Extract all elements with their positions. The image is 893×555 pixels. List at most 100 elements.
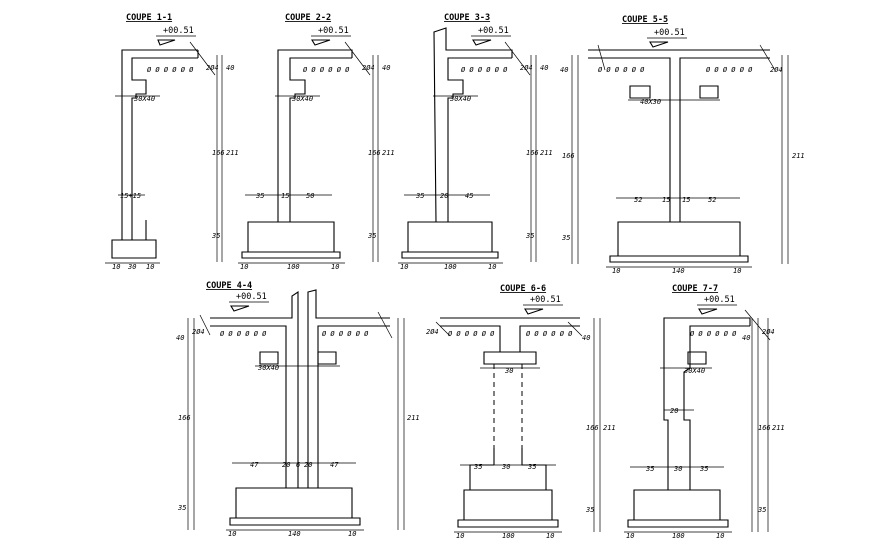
svg-text:Ø Ø Ø Ø Ø Ø: Ø Ø Ø Ø Ø Ø [448,330,495,338]
dimension-label: 35 [757,506,766,514]
dimension-label: 35 [177,504,186,512]
dimension-label: 30X40 [683,367,705,375]
section-title: COUPE 2-2 [285,13,331,23]
dimension-label: 100 [287,263,300,271]
dimension-label: 30X40 [291,95,313,103]
dimension-label: 6 [296,461,300,469]
dimension-label: 50 [306,192,314,200]
section-title: COUPE 5-5 [622,15,668,25]
dimension-label: 40 [226,64,234,72]
level-label: +00.51 [318,26,349,36]
level-label: +00.51 [704,295,735,305]
dimension-label: 40 [176,334,184,342]
dimension-label: 40 [540,64,548,72]
dimension-label: 10 [348,530,356,538]
dimension-label: 40 [560,66,568,74]
dimension-label: 211 [407,414,420,422]
svg-text:Ø Ø Ø Ø Ø Ø: Ø Ø Ø Ø Ø Ø [690,330,737,338]
section-title: COUPE 1-1 [126,13,172,23]
dimension-label: 140 [672,267,685,275]
level-label: +00.51 [478,26,509,36]
dimension-label: 30 [504,367,513,375]
dimension-label: 30 [501,463,510,471]
dimension-label: 35 [473,463,482,471]
dimension-label: 2Ø4 [206,64,219,72]
dimension-label: 211 [540,149,553,157]
svg-text:Ø Ø Ø Ø Ø Ø: Ø Ø Ø Ø Ø Ø [461,66,508,74]
dimension-label: 30 [127,263,136,271]
dimension-label: 166 [178,414,191,422]
dimension-label: 15 [281,192,289,200]
dimension-label: 10 [146,263,154,271]
section-4-4: COUPE 4-4 +00.51 Ø Ø Ø Ø Ø Ø Ø Ø Ø Ø Ø Ø… [176,281,420,538]
dimension-label: 30X40 [257,364,279,372]
svg-text:20: 20 [670,407,678,415]
dimension-label: 166 [758,424,771,432]
dimension-label: 211 [603,424,616,432]
dimension-label: 10 [456,532,464,540]
dimension-label: 2Ø4 [362,64,375,72]
dimension-label: 52 [634,196,642,204]
dimension-label: 2Ø4 [426,328,439,336]
level-label: +00.51 [163,26,194,36]
dimension-label: 166 [526,149,539,157]
dimension-label: 10 [240,263,248,271]
dimension-label: 30X40 [133,95,155,103]
dimension-label: 140 [288,530,301,538]
dimension-label: 10 [331,263,339,271]
dimension-label: 10 [112,263,120,271]
dimension-label: 40 [582,334,590,342]
dimension-label: 10 [626,532,634,540]
dimension-label: 15 [662,196,670,204]
dimension-label: 47 [330,461,339,469]
section-5-5: COUPE 5-5 +00.51 Ø Ø Ø Ø Ø Ø Ø Ø Ø Ø Ø Ø… [560,15,805,275]
svg-text:Ø Ø Ø Ø Ø Ø: Ø Ø Ø Ø Ø Ø [322,330,369,338]
dimension-label: 40 [382,64,390,72]
dimension-label: 35 [255,192,264,200]
dimension-label: 35 [699,465,708,473]
section-title: COUPE 3-3 [444,13,490,23]
dimension-label: 166 [368,149,381,157]
dimension-label: 35 [415,192,424,200]
dimension-label: 10 [228,530,236,538]
dimension-label: 166 [212,149,225,157]
dimension-label: 10 [400,263,408,271]
dimension-label: 30 [673,465,682,473]
dimension-label: 10 [488,263,496,271]
svg-text:Ø Ø Ø Ø Ø Ø: Ø Ø Ø Ø Ø Ø [598,66,645,74]
dimension-label: 211 [226,149,239,157]
dimension-label: 47 [250,461,259,469]
dimension-label: 10 [733,267,741,275]
section-3-3: COUPE 3-3 +00.51 Ø Ø Ø Ø Ø Ø 10 100 10 3… [398,13,553,271]
svg-text:Ø Ø Ø Ø Ø Ø: Ø Ø Ø Ø Ø Ø [706,66,753,74]
dimension-label: 35 [561,234,570,242]
svg-text:Ø Ø Ø Ø Ø Ø: Ø Ø Ø Ø Ø Ø [147,66,194,74]
section-title: COUPE 6-6 [500,284,546,294]
level-label: +00.51 [236,292,267,302]
dimension-label: 20 [440,192,448,200]
level-label: +00.51 [530,295,561,305]
dimension-label: 35 [367,232,376,240]
dimension-label: 40 [742,334,750,342]
dimension-label: 15 [682,196,690,204]
section-2-2: COUPE 2-2 +00.51 Ø Ø Ø Ø Ø Ø 10 100 10 3… [238,13,395,271]
section-title: COUPE 7-7 [672,284,718,294]
dimension-label: 20 [282,461,290,469]
dimension-label: 2Ø4 [192,328,205,336]
dimension-label: 100 [502,532,515,540]
dimension-label: 2Ø4 [770,66,783,74]
section-1-1: COUPE 1-1 +00.51 Ø Ø Ø Ø Ø Ø 10 30 10 30… [105,13,239,271]
dimension-label: 52 [708,196,716,204]
svg-text:Ø Ø Ø Ø Ø Ø: Ø Ø Ø Ø Ø Ø [526,330,573,338]
dimension-label: 166 [586,424,599,432]
dimension-label: 30X40 [449,95,471,103]
dimension-label: 211 [792,152,805,160]
section-title: COUPE 4-4 [206,281,252,291]
level-label: +00.51 [654,28,685,38]
dimension-label: 211 [772,424,785,432]
dimension-label: 211 [382,149,395,157]
dimension-label: 2Ø4 [520,64,533,72]
svg-text:Ø Ø Ø Ø Ø Ø: Ø Ø Ø Ø Ø Ø [220,330,267,338]
section-7-7: COUPE 7-7 +00.51 Ø Ø Ø Ø Ø Ø 10 100 10 3… [624,284,785,540]
